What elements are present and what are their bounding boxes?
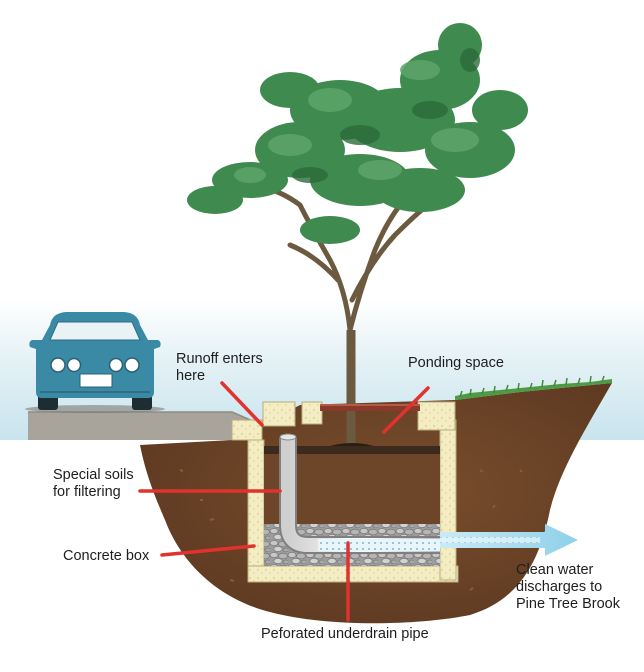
clean-water-label: Clean water discharges to Pine Tree Broo…: [516, 562, 620, 613]
tree-grate: [320, 404, 420, 411]
leader-ponding: [382, 386, 430, 434]
concrete-label-text: Concrete box: [63, 548, 150, 564]
runoff-label: Runoff enters here: [176, 351, 263, 385]
grass-strip: [455, 375, 612, 400]
ponding-label-text: Ponding space: [408, 355, 504, 371]
leader-concrete: [160, 544, 256, 557]
runoff-label-line2: here: [176, 368, 206, 384]
water-arrow-icon: [440, 524, 578, 556]
clean-water-line1: Clean water: [516, 562, 594, 578]
road: [28, 411, 263, 440]
ponding-label: Ponding space: [408, 355, 504, 372]
runoff-label-line1: Runoff enters: [176, 351, 263, 367]
pipe-label: Peforated underdrain pipe: [261, 626, 429, 643]
clean-water-line3: Pine Tree Brook: [516, 596, 620, 612]
tree-icon: [187, 23, 528, 448]
soils-label-line2: for filtering: [53, 484, 121, 500]
soils-label: Special soils for filtering: [53, 467, 134, 501]
leader-runoff: [220, 381, 264, 427]
soils-label-line1: Special soils: [53, 467, 134, 483]
clean-water-line2: discharges to: [516, 579, 603, 595]
pipe-label-text: Peforated underdrain pipe: [261, 626, 429, 642]
car-icon: [25, 312, 165, 413]
concrete-label: Concrete box: [63, 548, 149, 565]
leader-lines: [138, 381, 430, 622]
